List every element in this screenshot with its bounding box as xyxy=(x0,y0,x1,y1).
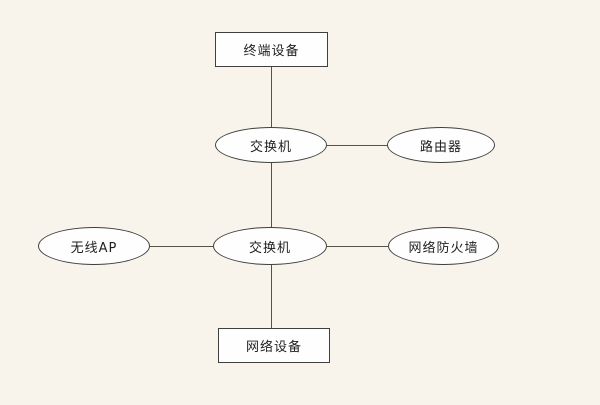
node-switch-top: 交换机 xyxy=(215,127,327,163)
node-switch-top-label: 交换机 xyxy=(249,139,292,155)
edge-switch-middle-to-network-device xyxy=(271,265,272,329)
node-firewall-label: 网络防火墙 xyxy=(408,240,479,256)
node-terminal-device: 终端设备 xyxy=(215,32,328,67)
node-wireless-ap: 无线AP xyxy=(38,227,150,265)
node-switch-middle-label: 交换机 xyxy=(248,240,291,256)
node-network-device-label: 网络设备 xyxy=(245,340,302,355)
edge-switch-top-to-router xyxy=(327,145,388,146)
edge-wireless-ap-to-switch-middle xyxy=(150,246,213,247)
node-network-device: 网络设备 xyxy=(218,328,330,363)
node-firewall: 网络防火墙 xyxy=(388,227,499,265)
node-router-label: 路由器 xyxy=(419,139,462,155)
edge-switch-middle-to-firewall xyxy=(327,246,388,247)
node-wireless-ap-label: 无线AP xyxy=(70,240,118,256)
edge-switch-top-to-switch-middle xyxy=(271,163,272,228)
node-terminal-device-label: 终端设备 xyxy=(243,44,300,59)
node-router: 路由器 xyxy=(387,127,495,163)
node-switch-middle: 交换机 xyxy=(213,227,327,265)
edge-terminal-to-switch-top xyxy=(271,67,272,128)
